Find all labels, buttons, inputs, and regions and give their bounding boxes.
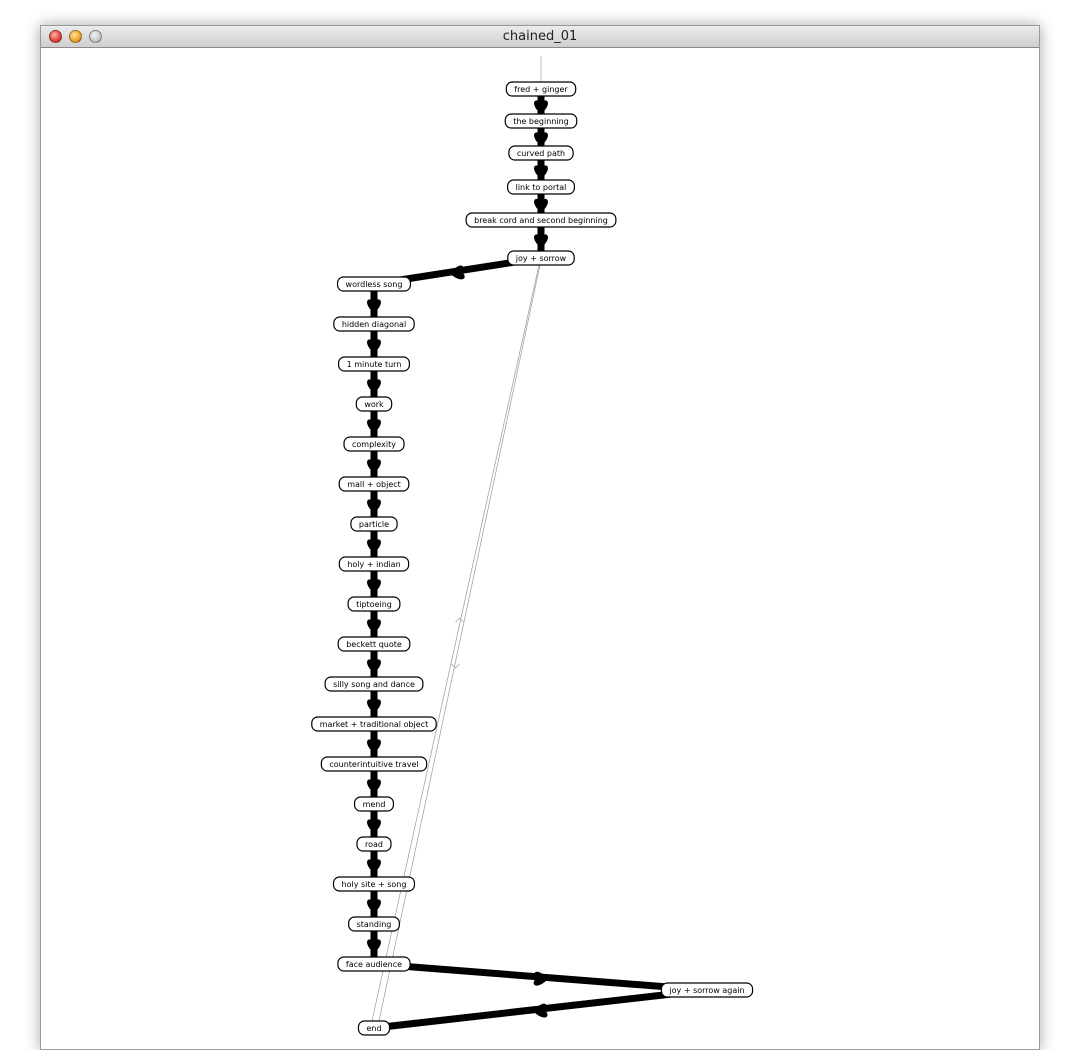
node-box[interactable]: [465, 212, 617, 228]
node-box[interactable]: [347, 596, 401, 612]
graph-node[interactable]: fred + ginger: [505, 81, 577, 97]
node-box[interactable]: [355, 396, 393, 412]
edge-arrow: [367, 579, 381, 593]
node-box[interactable]: [333, 316, 415, 332]
edge-arrow: [534, 132, 548, 146]
graph-node[interactable]: holy + indian: [338, 556, 410, 572]
edge-arrow: [534, 234, 548, 248]
edge-arrow: [367, 379, 381, 393]
node-box[interactable]: [338, 476, 410, 492]
edge-arrow: [367, 419, 381, 433]
edge-arrow: [367, 299, 381, 313]
graph-node[interactable]: joy + sorrow again: [660, 982, 754, 998]
graph-node[interactable]: curved path: [508, 145, 574, 161]
light-edge-arrow: [455, 617, 464, 623]
zoom-window-button[interactable]: [89, 30, 102, 43]
graph-node[interactable]: holy site + song: [332, 876, 416, 892]
node-box[interactable]: [356, 836, 392, 852]
edge-arrow: [534, 198, 548, 213]
graph-node[interactable]: wordless song: [336, 276, 412, 292]
graph-canvas[interactable]: fred + ginger the beginning curved path lin…: [41, 48, 1039, 1049]
title-bar[interactable]: chained_01: [41, 26, 1039, 48]
light-edge: [371, 264, 540, 1022]
close-window-button[interactable]: [49, 30, 62, 43]
node-box[interactable]: [507, 179, 575, 195]
edge-arrow: [367, 859, 381, 873]
graph-node[interactable]: road: [356, 836, 392, 852]
node-box[interactable]: [311, 716, 437, 732]
node-box[interactable]: [338, 556, 410, 572]
edge-arrow: [533, 1003, 548, 1018]
light-edge-arrow: [451, 663, 460, 669]
node-box[interactable]: [348, 916, 400, 932]
light-edge: [375, 250, 544, 1036]
node-box[interactable]: [357, 1020, 391, 1036]
edge-arrow: [534, 165, 548, 179]
node-box[interactable]: [504, 113, 578, 129]
graph-node[interactable]: joy + sorrow: [507, 250, 575, 266]
node-box[interactable]: [337, 356, 411, 372]
graph-node[interactable]: the beginning: [504, 113, 578, 129]
node-box[interactable]: [660, 982, 754, 998]
edge-arrow: [367, 699, 381, 713]
edge-arrow: [367, 339, 381, 353]
edge-arrow: [367, 499, 381, 513]
graph-node[interactable]: complexity: [343, 436, 405, 452]
graph-node[interactable]: face audience: [337, 956, 411, 972]
app-window: chained_01 fred + ginger the beginning cur…: [40, 25, 1040, 1050]
graph-diagram: fred + ginger the beginning curved path lin…: [311, 56, 754, 1036]
graph-node[interactable]: silly song and dance: [324, 676, 424, 692]
graph-node[interactable]: end: [357, 1020, 391, 1036]
graph-node[interactable]: link to portal: [507, 179, 575, 195]
graph-node[interactable]: mall + object: [338, 476, 410, 492]
node-box[interactable]: [336, 276, 412, 292]
node-box[interactable]: [505, 81, 577, 97]
node-box[interactable]: [350, 516, 398, 532]
graph-node[interactable]: standing: [348, 916, 400, 932]
graph-node[interactable]: mend: [353, 796, 395, 812]
edge-arrow: [367, 539, 381, 553]
edge-arrow: [533, 971, 548, 986]
node-box[interactable]: [343, 436, 405, 452]
edge-arrow: [367, 939, 381, 953]
node-box[interactable]: [337, 956, 411, 972]
node-box[interactable]: [324, 676, 424, 692]
edge-arrow: [367, 459, 381, 473]
graph-node[interactable]: particle: [350, 516, 398, 532]
edge-arrow: [367, 899, 381, 913]
window-title: chained_01: [502, 29, 578, 44]
graph-node[interactable]: work: [355, 396, 393, 412]
graph-node[interactable]: 1 minute turn: [337, 356, 411, 372]
node-box[interactable]: [332, 876, 416, 892]
edge-layer: [367, 89, 708, 1036]
edge-arrow: [367, 619, 381, 633]
node-box[interactable]: [507, 250, 575, 266]
edge-arrow: [367, 779, 381, 793]
graph-node[interactable]: counterintuitive travel: [320, 756, 428, 772]
node-box[interactable]: [337, 636, 411, 652]
edge-arrow: [367, 819, 381, 833]
node-layer: fred + ginger the beginning curved path lin…: [311, 81, 754, 1036]
graph-node[interactable]: beckett quote: [337, 636, 411, 652]
edge-arrow: [367, 739, 381, 753]
node-box[interactable]: [320, 756, 428, 772]
graph-node[interactable]: hidden diagonal: [333, 316, 415, 332]
node-box[interactable]: [353, 796, 395, 812]
node-box[interactable]: [508, 145, 574, 161]
edge-arrow: [534, 100, 548, 114]
graph-node[interactable]: tiptoeing: [347, 596, 401, 612]
edge-arrow: [367, 659, 381, 673]
graph-node[interactable]: market + traditional object: [311, 716, 437, 732]
minimize-window-button[interactable]: [69, 30, 82, 43]
graph-node[interactable]: break cord and second beginning: [465, 212, 617, 228]
edge-arrow: [450, 265, 465, 280]
